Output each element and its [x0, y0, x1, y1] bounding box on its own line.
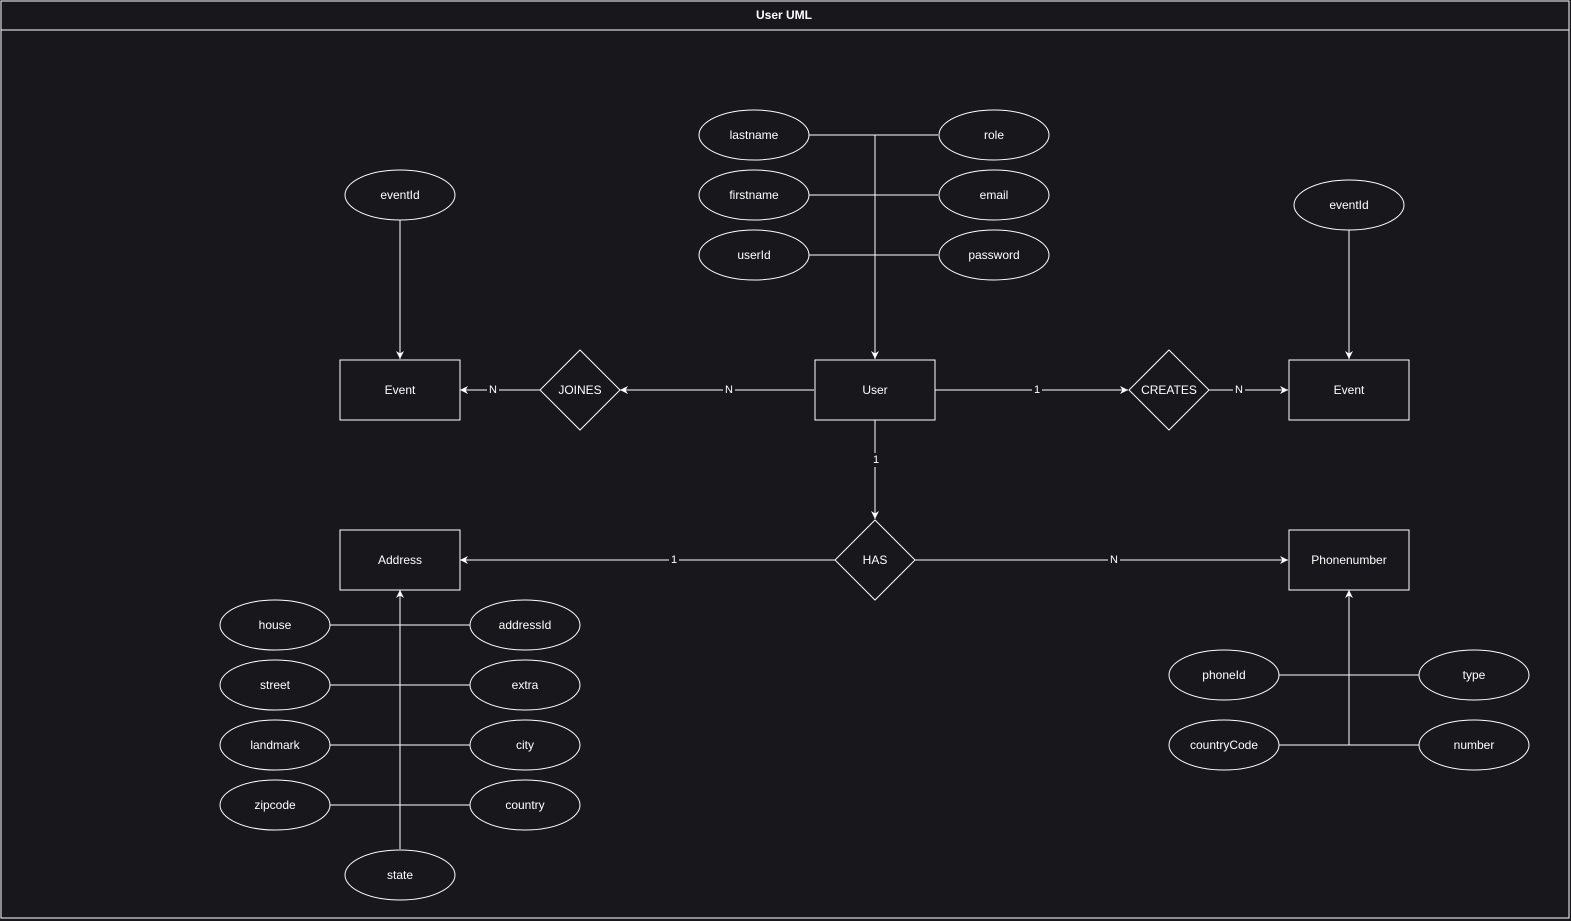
attribute-city[interactable]: city [469, 719, 581, 771]
attribute-lastname[interactable]: lastname [698, 109, 810, 161]
svg-text:firstname: firstname [729, 188, 779, 202]
attribute-state[interactable]: state [344, 849, 456, 901]
cardinality-user-has: 1 [873, 454, 879, 466]
entity-phonenumber[interactable]: Phonenumber [1288, 529, 1410, 591]
entity-user[interactable]: User [814, 359, 936, 421]
svg-text:zipcode: zipcode [254, 798, 296, 812]
cardinality-user-creates: 1 [1034, 384, 1040, 396]
svg-text:addressId: addressId [499, 618, 552, 632]
cardinality-labels: N N 1 N 1 1 N [487, 383, 1245, 567]
attribute-role[interactable]: role [938, 109, 1050, 161]
attribute-userid[interactable]: userId [698, 229, 810, 281]
attribute-email[interactable]: email [938, 169, 1050, 221]
relationship-has[interactable]: HAS [834, 519, 916, 601]
svg-text:countryCode: countryCode [1190, 738, 1258, 752]
relationship-creates[interactable]: CREATES [1128, 349, 1210, 431]
attribute-countrycode[interactable]: countryCode [1168, 719, 1280, 771]
svg-text:userId: userId [737, 248, 770, 262]
attribute-firstname[interactable]: firstname [698, 169, 810, 221]
cardinality-creates-event: N [1235, 384, 1243, 396]
svg-text:state: state [387, 868, 413, 882]
attribute-landmark[interactable]: landmark [219, 719, 331, 771]
svg-text:phoneId: phoneId [1202, 668, 1245, 682]
attribute-type[interactable]: type [1418, 649, 1530, 701]
svg-text:city: city [516, 738, 534, 752]
relationship-creates-label: CREATES [1141, 383, 1197, 397]
relationship-joines-label: JOINES [558, 383, 601, 397]
attribute-eventid-right[interactable]: eventId [1293, 179, 1405, 231]
attribute-extra[interactable]: extra [469, 659, 581, 711]
attribute-eventid-left[interactable]: eventId [344, 169, 456, 221]
attribute-phoneid[interactable]: phoneId [1168, 649, 1280, 701]
entity-address-label: Address [378, 553, 422, 567]
svg-text:lastname: lastname [730, 128, 779, 142]
svg-text:password: password [968, 248, 1019, 262]
svg-text:number: number [1454, 738, 1495, 752]
cardinality-user-joines: N [725, 384, 733, 396]
attribute-password[interactable]: password [938, 229, 1050, 281]
entity-phonenumber-label: Phonenumber [1311, 553, 1386, 567]
diagram-title: User UML [756, 8, 812, 22]
attribute-addressid[interactable]: addressId [469, 599, 581, 651]
attribute-country[interactable]: country [469, 779, 581, 831]
connectors [330, 134, 1419, 849]
entity-event-left[interactable]: Event [339, 359, 461, 421]
svg-text:email: email [980, 188, 1009, 202]
attribute-street[interactable]: street [219, 659, 331, 711]
entity-event-left-label: Event [385, 383, 416, 397]
svg-text:street: street [260, 678, 291, 692]
attribute-number[interactable]: number [1418, 719, 1530, 771]
svg-text:role: role [984, 128, 1004, 142]
svg-text:type: type [1463, 668, 1486, 682]
entity-user-label: User [862, 383, 887, 397]
entity-address[interactable]: Address [339, 529, 461, 591]
entity-event-right-label: Event [1334, 383, 1365, 397]
cardinality-joines-event: N [489, 384, 497, 396]
attribute-house[interactable]: house [219, 599, 331, 651]
attribute-zipcode[interactable]: zipcode [219, 779, 331, 831]
cardinality-has-phone: N [1110, 554, 1118, 566]
relationship-joines[interactable]: JOINES [539, 349, 621, 431]
entity-event-right[interactable]: Event [1288, 359, 1410, 421]
relationship-has-label: HAS [863, 553, 888, 567]
svg-text:house: house [259, 618, 292, 632]
svg-text:country: country [505, 798, 544, 812]
svg-text:extra: extra [512, 678, 539, 692]
svg-text:eventId: eventId [380, 188, 419, 202]
cardinality-has-address: 1 [671, 554, 677, 566]
svg-text:landmark: landmark [250, 738, 300, 752]
svg-text:eventId: eventId [1329, 198, 1368, 212]
